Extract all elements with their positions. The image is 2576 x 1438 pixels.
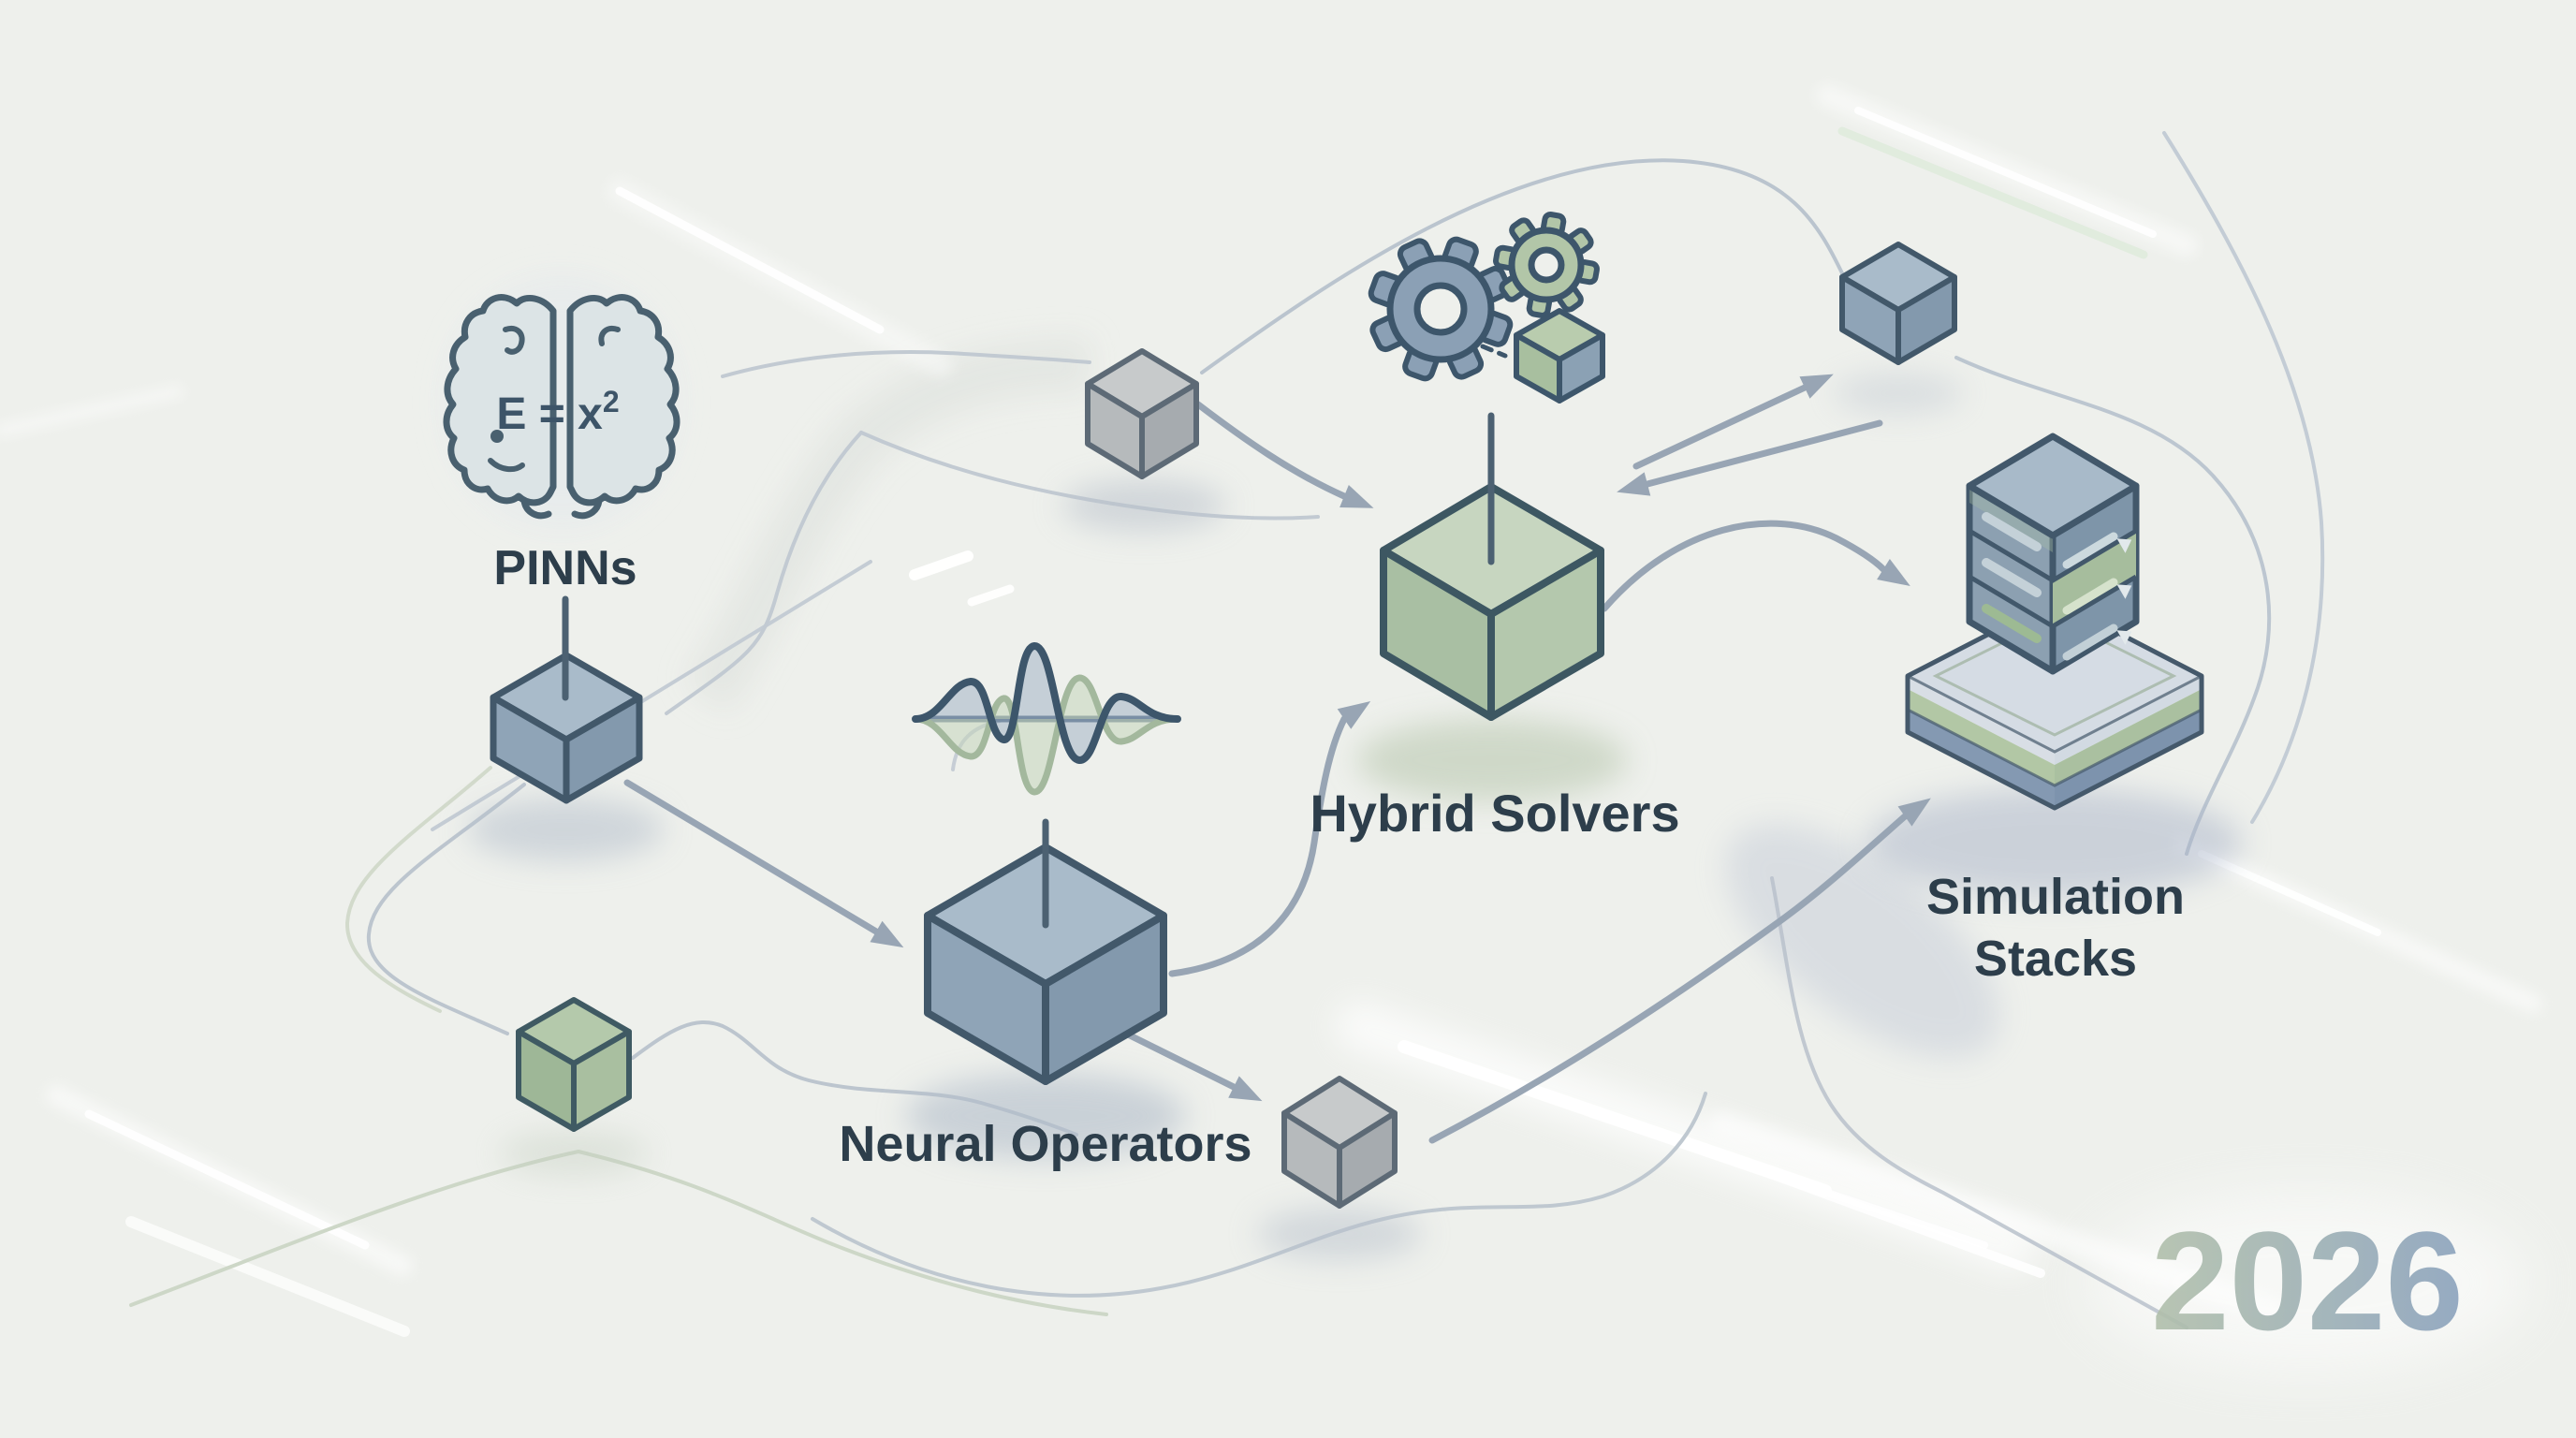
- arrow-hybrid-solvers-to-relay-cube-top-right: [1632, 374, 1834, 470]
- pinns-label: PINNs: [493, 541, 637, 595]
- wavelet-icon: [912, 642, 1181, 796]
- arrow-neural-operators-to-relay-cube-bottom: [1115, 1026, 1263, 1102]
- brain-icon: E = x2: [443, 294, 681, 520]
- arrow-pinns-to-neural-operators: [623, 779, 904, 948]
- arrow-relay-cube-top-to-hybrid-solvers: [1194, 401, 1374, 508]
- formula-exponent: 2: [603, 385, 620, 418]
- arrow-hybrid-solvers-to-simulation-stacks: [1601, 520, 1910, 612]
- flow-arrows: [623, 374, 1931, 1144]
- arrow-relay-cube-top-right-to-hybrid-solvers: [1617, 419, 1883, 496]
- relay-cube-bottom-left: [516, 997, 632, 1132]
- server-tower: [1966, 433, 2140, 675]
- server-indicator-stripes: [1982, 512, 2118, 661]
- arrow-neural-operators-to-hybrid-solvers: [1168, 700, 1371, 977]
- hybrid-solvers-node: Hybrid Solvers: [1310, 212, 1680, 843]
- server-led-triangles: [2116, 538, 2132, 645]
- simulation-stacks-node: Simulation Stacks: [1905, 433, 2204, 987]
- server-stack-icon: [1905, 433, 2204, 811]
- neural-operators-label: Neural Operators: [839, 1116, 1251, 1172]
- gears-icon: [1368, 212, 1605, 404]
- hybrid-solvers-label: Hybrid Solvers: [1310, 784, 1679, 843]
- small-gear: [1493, 212, 1600, 318]
- relay-cube-top-right: [1839, 242, 1957, 365]
- light-streaks: [0, 84, 2542, 1337]
- gear-cube: [1514, 308, 1605, 404]
- relay-cube-top: [1085, 348, 1199, 479]
- pinns-formula: E = x2: [496, 385, 619, 439]
- neural-operators-node: Neural Operators: [839, 642, 1252, 1172]
- arrow-relay-cube-bottom-to-simulation-stacks: [1428, 798, 1931, 1144]
- gear-dashed-link: [1480, 344, 1508, 359]
- simulation-stacks-label-line2: Stacks: [1974, 931, 2137, 987]
- cube-shadows: [467, 373, 2242, 1260]
- large-gear: [1368, 236, 1514, 382]
- brain-dot: [490, 430, 504, 443]
- year-watermark: 2026: [2151, 1202, 2464, 1359]
- formula-base: E = x: [496, 389, 603, 439]
- relay-cube-bottom: [1281, 1076, 1398, 1209]
- simulation-stacks-label-line1: Simulation: [1926, 869, 2185, 925]
- pinns-node: E = x2 PINNs: [443, 294, 681, 804]
